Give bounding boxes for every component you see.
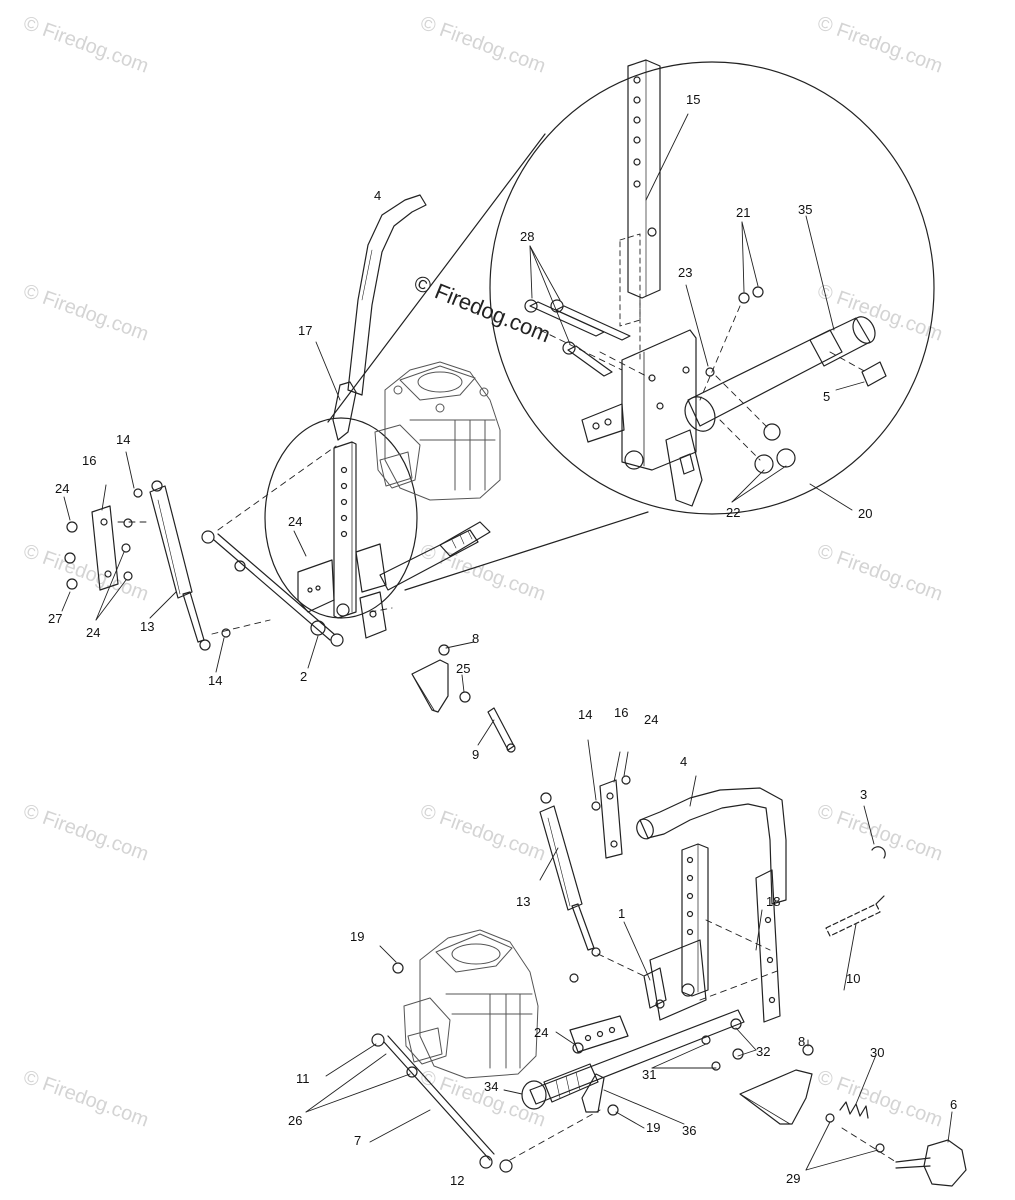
detail-tangent-line	[404, 511, 649, 591]
callout-8: 8	[798, 1034, 806, 1049]
callout-11: 11	[296, 1071, 310, 1086]
handle-bracket	[332, 381, 357, 441]
callout-25: 25	[456, 661, 471, 676]
adjustment-knob	[923, 1139, 967, 1187]
callout-10: 10	[846, 971, 861, 986]
callout-24: 24	[534, 1025, 549, 1040]
callout-30: 30	[870, 1045, 885, 1060]
pivot-rod	[521, 1009, 745, 1110]
callout-5: 5	[823, 389, 831, 404]
mount-plate	[411, 659, 449, 713]
callout-32: 32	[756, 1044, 771, 1059]
callout-8: 8	[472, 631, 480, 646]
callout-14: 14	[208, 673, 223, 688]
callout-24: 24	[644, 712, 659, 727]
callout-26: 26	[288, 1113, 303, 1128]
lift-bar	[333, 441, 357, 619]
detail-parts	[524, 59, 887, 507]
callout-28: 28	[520, 229, 535, 244]
callout-4: 4	[680, 754, 688, 769]
mount-bracket	[91, 505, 119, 591]
callout-2: 2	[300, 669, 308, 684]
callout-13: 13	[516, 894, 531, 909]
callout-29: 29	[786, 1171, 801, 1186]
callout-13: 13	[140, 619, 155, 634]
callout-20: 20	[858, 506, 873, 521]
transmission-housing	[374, 361, 501, 501]
gas-spring	[539, 792, 601, 957]
handle-bar	[347, 194, 427, 396]
callout-3: 3	[860, 787, 868, 802]
callout-6: 6	[950, 1097, 958, 1112]
callout-15: 15	[686, 92, 701, 107]
callout-27: 27	[48, 611, 63, 626]
callout-24: 24	[86, 625, 101, 640]
pivot-shaft	[379, 529, 479, 591]
detail-source-circle	[264, 417, 418, 619]
callout-12: 12	[450, 1173, 465, 1188]
callout-21: 21	[736, 205, 751, 220]
callout-18: 18	[766, 894, 781, 909]
callout-24: 24	[55, 481, 70, 496]
callout-34: 34	[484, 1079, 499, 1094]
callout-35: 35	[798, 202, 813, 217]
handle-bar	[639, 787, 787, 905]
detail-callout-ellipse	[489, 61, 935, 515]
callout-19: 19	[350, 929, 365, 944]
transmission-housing	[403, 929, 539, 1079]
callout-19: 19	[646, 1120, 661, 1135]
callout-22: 22	[726, 505, 741, 520]
callout-36: 36	[682, 1123, 697, 1138]
callout-16: 16	[614, 705, 629, 720]
callout-24: 24	[288, 514, 303, 529]
callout-7: 7	[354, 1133, 362, 1148]
callout-4: 4	[374, 188, 382, 203]
callout-31: 31	[642, 1067, 657, 1082]
callout-9: 9	[472, 747, 480, 762]
callout-14: 14	[578, 707, 593, 722]
callout-1: 1	[618, 906, 626, 921]
linkage-rod	[371, 1033, 513, 1173]
linkage-rod	[201, 530, 344, 647]
gas-spring	[149, 480, 211, 651]
callout-17: 17	[298, 323, 313, 338]
callout-23: 23	[678, 265, 693, 280]
pivot-plate	[297, 559, 335, 613]
callout-14: 14	[116, 432, 131, 447]
callout-16: 16	[82, 453, 97, 468]
spring	[839, 1101, 869, 1119]
